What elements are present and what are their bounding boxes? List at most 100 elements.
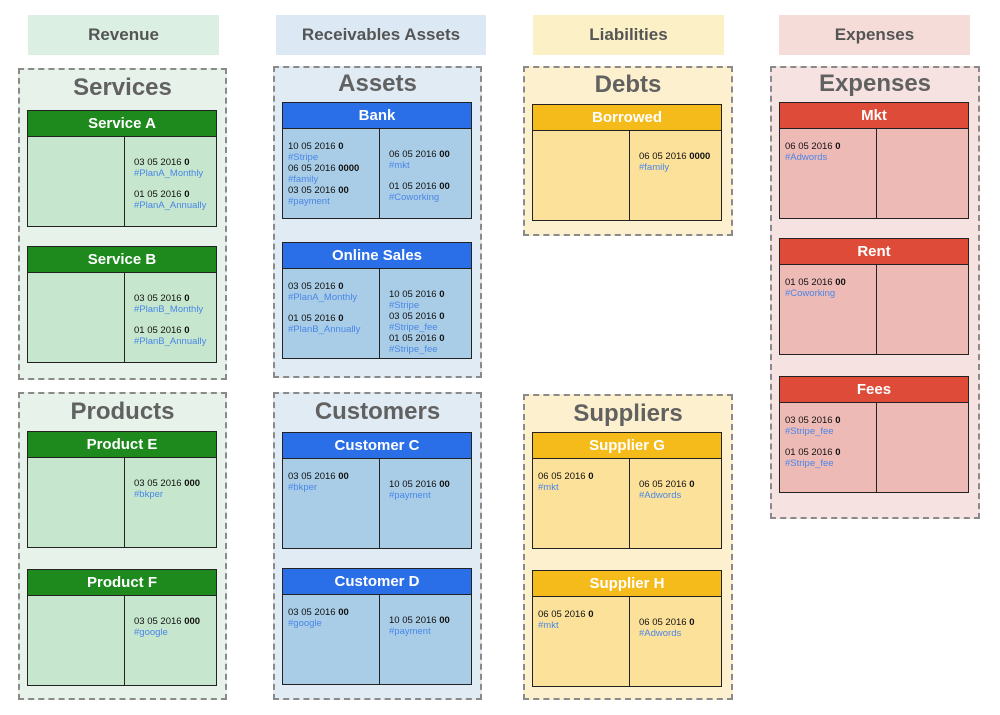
entry-tag[interactable]: #payment <box>389 626 431 637</box>
entry-tag[interactable]: #PlanB_Annually <box>134 336 207 347</box>
entry-amount: 0 <box>689 617 695 628</box>
entry-right[interactable]: 03 05 2016 000#bkper <box>134 478 200 500</box>
entry-right[interactable]: 06 05 2016 0 #Adwords <box>639 617 694 639</box>
entry-right[interactable]: 03 05 2016 0#Stripe_fee <box>389 311 444 333</box>
entry-right[interactable]: 10 05 2016 0#Stripe <box>389 289 444 311</box>
entry-tag[interactable]: #mkt <box>389 160 410 171</box>
entry-left[interactable]: 01 05 2016 0#PlanB_Annually <box>288 313 360 335</box>
entry-right[interactable]: 01 05 2016 0#PlanA_Annually <box>134 189 206 211</box>
entry-date: 03 05 2016 <box>288 185 336 196</box>
entry-amount: 0 <box>835 415 841 426</box>
entry-tag[interactable]: #google <box>134 627 168 638</box>
entry-left[interactable]: 06 05 2016 0#mkt <box>538 609 593 631</box>
entry-amount: 00 <box>439 149 450 160</box>
entry-tag[interactable]: #Coworking <box>389 192 440 203</box>
entry-left[interactable]: 06 05 2016 0#Adwords <box>785 141 840 163</box>
entry-right[interactable]: 10 05 2016 00#payment <box>389 615 450 637</box>
entry-tag[interactable]: #Stripe_fee <box>785 426 834 437</box>
entry-right[interactable]: 06 05 2016 0000 #family <box>639 151 710 173</box>
entry-tag[interactable]: #Coworking <box>785 288 836 299</box>
entry-tag[interactable]: #PlanA_Monthly <box>288 292 358 303</box>
entry-date: 03 05 2016 <box>134 157 182 168</box>
entry-date: 06 05 2016 <box>639 151 687 162</box>
entry-amount: 000 <box>184 478 201 489</box>
account-title: Fees <box>780 377 968 403</box>
entry-amount: 0 <box>588 609 594 620</box>
entry-tag[interactable]: #payment <box>288 196 330 207</box>
entry-right[interactable]: 03 05 2016 000 #google <box>134 616 200 638</box>
entry-left[interactable]: 03 05 2016 00#google <box>288 607 349 629</box>
entry-tag[interactable]: #payment <box>389 490 431 501</box>
entry-date: 06 05 2016 <box>639 479 687 490</box>
entry-right[interactable]: 10 05 2016 00#payment <box>389 479 450 501</box>
account-mkt[interactable]: Mkt 06 05 2016 0#Adwords <box>779 102 969 219</box>
entry-left[interactable]: 10 05 2016 0#Stripe <box>288 141 343 163</box>
entry-date: 06 05 2016 <box>639 617 687 628</box>
entry-amount: 0 <box>184 293 190 304</box>
entry-amount: 0 <box>338 281 344 292</box>
entry-date: 01 05 2016 <box>134 325 182 336</box>
account-title: Customer C <box>283 433 471 459</box>
entry-tag[interactable]: #google <box>288 618 322 629</box>
entry-amount: 0000 <box>338 163 360 174</box>
entry-left[interactable]: 01 05 2016 0#Stripe_fee <box>785 447 840 469</box>
entry-tag[interactable]: #Stripe <box>389 300 420 311</box>
entry-right[interactable]: 06 05 2016 0 #Adwords <box>639 479 694 501</box>
entry-date: 01 05 2016 <box>785 277 833 288</box>
entry-amount: 0 <box>338 313 344 324</box>
entry-right[interactable]: 01 05 2016 00#Coworking <box>389 181 450 203</box>
entry-left[interactable]: 03 05 2016 00#bkper <box>288 471 349 493</box>
entry-tag[interactable]: #PlanB_Monthly <box>134 304 204 315</box>
entry-right[interactable]: 03 05 2016 0#PlanA_Monthly <box>134 157 203 179</box>
entry-left[interactable]: 03 05 2016 0#PlanA_Monthly <box>288 281 357 303</box>
entry-tag[interactable]: #Stripe_fee <box>389 322 438 333</box>
account-title: Product E <box>28 432 216 458</box>
entry-tag[interactable]: #Stripe_fee <box>389 344 438 355</box>
entry-tag[interactable]: #Adwords <box>639 490 682 501</box>
entry-tag[interactable]: #mkt <box>538 482 559 493</box>
entry-right[interactable]: 01 05 2016 0#PlanB_Annually <box>134 325 206 347</box>
account-fees[interactable]: Fees 03 05 2016 0#Stripe_fee 01 05 2016 0#… <box>779 376 969 493</box>
entry-amount: 00 <box>439 181 450 192</box>
entry-left[interactable]: 03 05 2016 00#payment <box>288 185 349 207</box>
entry-tag[interactable]: #PlanA_Monthly <box>134 168 204 179</box>
entry-left[interactable]: 03 05 2016 0#Stripe_fee <box>785 415 840 437</box>
account-divider <box>379 129 380 218</box>
entry-date: 01 05 2016 <box>288 313 336 324</box>
entry-tag[interactable]: #Stripe <box>288 152 319 163</box>
account-title: Mkt <box>780 103 968 129</box>
entry-right[interactable]: 01 05 2016 0#Stripe_fee <box>389 333 444 355</box>
entry-tag[interactable]: #PlanA_Annually <box>134 200 207 211</box>
entry-amount: 000 <box>184 616 201 627</box>
entry-right[interactable]: 03 05 2016 0#PlanB_Monthly <box>134 293 203 315</box>
entry-tag[interactable]: #Stripe_fee <box>785 458 834 469</box>
entry-tag[interactable]: #family <box>288 174 319 185</box>
entry-left[interactable]: 06 05 2016 0#mkt <box>538 471 593 493</box>
entry-tag[interactable]: #PlanB_Annually <box>288 324 361 335</box>
entry-tag[interactable]: #bkper <box>134 489 164 500</box>
entry-amount: 0000 <box>689 151 711 162</box>
entry-date: 03 05 2016 <box>134 616 182 627</box>
account-customer-c[interactable]: Customer C 03 05 2016 00#bkper 10 05 2016 … <box>282 432 472 549</box>
entry-left[interactable]: 01 05 2016 00#Coworking <box>785 277 846 299</box>
entry-tag[interactable]: #mkt <box>538 620 559 631</box>
entry-amount: 0 <box>689 479 695 490</box>
entry-tag[interactable]: #Adwords <box>639 628 682 639</box>
entry-tag[interactable]: #family <box>639 162 670 173</box>
entry-left[interactable]: 06 05 2016 0000#family <box>288 163 359 185</box>
entry-right[interactable]: 06 05 2016 00#mkt <box>389 149 450 171</box>
entry-tag[interactable]: #bkper <box>288 482 318 493</box>
entry-tag[interactable]: #Adwords <box>785 152 828 163</box>
